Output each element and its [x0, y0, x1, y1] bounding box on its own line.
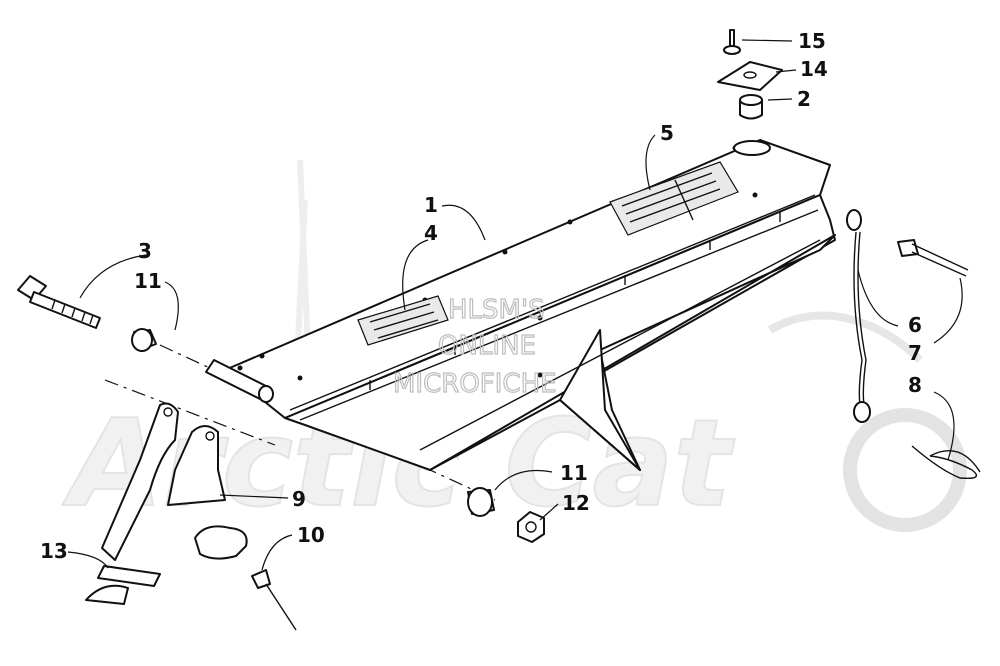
- leader-12: [539, 503, 559, 521]
- clip-8[interactable]: [911, 445, 981, 480]
- callout-10: 10: [297, 523, 325, 547]
- callout-6: 6: [908, 313, 922, 337]
- rivet-15[interactable]: [723, 29, 741, 55]
- leader-5: [645, 134, 656, 191]
- leader-4: [402, 239, 429, 311]
- bushing-2[interactable]: [739, 94, 763, 120]
- leader-6: [857, 269, 899, 327]
- leader-15: [741, 39, 793, 42]
- watermark-line-3: MICROFICHE: [393, 369, 557, 399]
- callout-14: 14: [800, 57, 828, 81]
- callout-12: 12: [562, 491, 590, 515]
- callout-9: 9: [292, 487, 306, 511]
- centerline: [104, 379, 276, 446]
- decal-4[interactable]: [357, 295, 449, 346]
- callout-1: 1: [424, 193, 438, 217]
- pad-13[interactable]: [85, 565, 161, 605]
- gasket-14[interactable]: [717, 61, 783, 91]
- callout-7: 7: [908, 341, 922, 365]
- leader-10: [261, 534, 293, 571]
- leader-3: [79, 254, 147, 299]
- callout-11-left: 11: [134, 269, 162, 293]
- watermark-text: HLSM'S ONLINE MICROFICHE: [392, 294, 557, 399]
- leader-9: [219, 494, 289, 499]
- leader-2: [767, 98, 793, 101]
- spacer-11-bottom[interactable]: [467, 487, 495, 517]
- leader-7: [933, 277, 963, 344]
- bolt-3[interactable]: [17, 275, 101, 329]
- leader-11a: [164, 281, 179, 331]
- callout-4: 4: [424, 221, 438, 245]
- rivet-10[interactable]: [251, 569, 297, 631]
- decal-5[interactable]: [609, 161, 739, 236]
- leader-8: [933, 391, 955, 461]
- leader-1: [441, 204, 486, 241]
- nut-12[interactable]: [517, 511, 545, 543]
- axle-tube[interactable]: [205, 359, 274, 403]
- callout-5: 5: [660, 121, 674, 145]
- leader-11b: [494, 469, 553, 491]
- pin-7[interactable]: [897, 239, 969, 277]
- callout-15: 15: [798, 29, 826, 53]
- bracket-9[interactable]: [101, 402, 226, 561]
- callout-13: 13: [40, 539, 68, 563]
- callout-2: 2: [797, 87, 811, 111]
- callout-8: 8: [908, 373, 922, 397]
- watermark-line-1: HLSM'S: [448, 295, 545, 325]
- callout-3: 3: [138, 239, 152, 263]
- callout-11-bottom: 11: [560, 461, 588, 485]
- watermark-line-2: ONLINE: [438, 331, 536, 361]
- foam-pad[interactable]: [194, 525, 248, 560]
- cable-6[interactable]: [846, 209, 871, 423]
- leader-14: [775, 69, 797, 73]
- spacer-11-left[interactable]: [131, 328, 157, 352]
- leader-13: [67, 551, 109, 569]
